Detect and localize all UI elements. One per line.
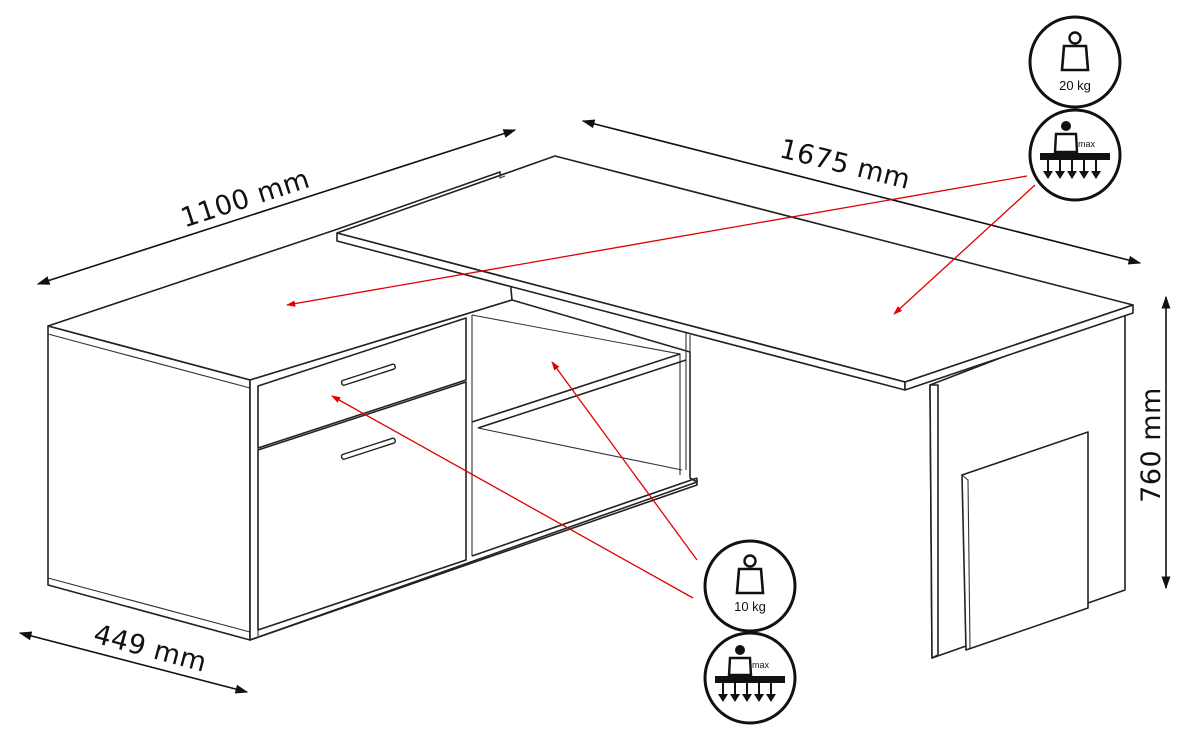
drawer-handle xyxy=(340,363,396,386)
top-load-label: 20 kg xyxy=(1059,78,1091,93)
door-handle xyxy=(340,437,396,460)
dimension-width-right-label: 1675 mm xyxy=(777,134,914,196)
dimension-lines xyxy=(18,119,1171,694)
weight-icon xyxy=(735,554,765,595)
weight-icon xyxy=(1060,31,1090,72)
cabinet-side xyxy=(47,325,251,641)
desk-illustration xyxy=(47,155,1134,659)
desk-top-side-edge xyxy=(904,304,1134,391)
door-front xyxy=(257,381,467,631)
shelf-max-label: max xyxy=(752,660,770,670)
depth-arrow xyxy=(18,631,249,694)
max-load-icon xyxy=(715,645,785,702)
dimension-depth-label: 449 mm xyxy=(90,619,210,679)
top-weight-badge: 20 kg xyxy=(1028,15,1122,109)
pointer-shelf xyxy=(551,361,698,561)
dimension-width-left-label: 1100 mm xyxy=(177,164,313,235)
shelf-max-badge: max xyxy=(703,631,797,725)
max-load-icon xyxy=(1040,121,1110,179)
pointer-drawer xyxy=(331,395,694,599)
modesty-panel xyxy=(961,431,1089,651)
right-leg-edge xyxy=(929,384,939,659)
shelf-load-label: 10 kg xyxy=(734,599,766,614)
top-max-badge: max xyxy=(1028,108,1122,202)
top-max-label: max xyxy=(1078,139,1096,149)
pointer-top-right xyxy=(893,184,1036,315)
shelf-weight-badge: 10 kg xyxy=(703,539,797,633)
width-right-arrow xyxy=(581,119,1142,265)
width-left-arrow xyxy=(36,129,517,285)
pointer-top-left xyxy=(286,175,1028,307)
drawer-front xyxy=(257,317,467,449)
dimension-height-label: 760 mm xyxy=(1136,387,1167,503)
load-pointers xyxy=(286,175,1036,599)
